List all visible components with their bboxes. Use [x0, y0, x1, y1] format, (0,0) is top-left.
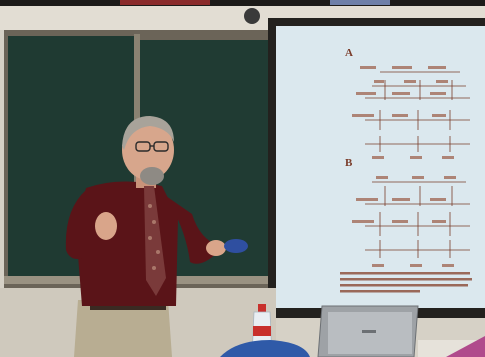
presenter-glasses [135, 141, 169, 152]
blue-chair [220, 340, 310, 357]
projection-screen [276, 26, 485, 308]
laptop [317, 305, 419, 357]
presenter-belt [90, 304, 166, 310]
slide-panel-a-label: A [345, 47, 353, 59]
top-dark-strip [0, 0, 485, 6]
top-red-strip [120, 0, 210, 5]
top-blue-strip [330, 0, 390, 5]
laptop-logo [362, 330, 376, 333]
slide-panel-a-diagram [365, 71, 470, 152]
presenter-shirt [76, 181, 178, 306]
presenter-trousers [74, 300, 172, 357]
slide-panel-b-diagram [365, 181, 470, 258]
presenter [65, 116, 248, 357]
wall-fixture [244, 8, 260, 24]
presenter-left-hand [95, 212, 117, 240]
presenter-hair [122, 116, 174, 150]
pink-object [446, 336, 485, 357]
slide-small-marks [352, 66, 456, 267]
tie-pattern [148, 204, 160, 270]
presenter-right-hand [206, 240, 226, 256]
slide-caption-marks [340, 272, 472, 293]
slide-panel-b-label: B [345, 157, 353, 169]
presenter-beard [140, 167, 164, 185]
presenter-tie [144, 186, 166, 296]
presenter-left-arm [65, 190, 92, 259]
presenter-head [122, 120, 174, 180]
slide-content: A B [340, 47, 472, 293]
blue-object [224, 239, 248, 253]
